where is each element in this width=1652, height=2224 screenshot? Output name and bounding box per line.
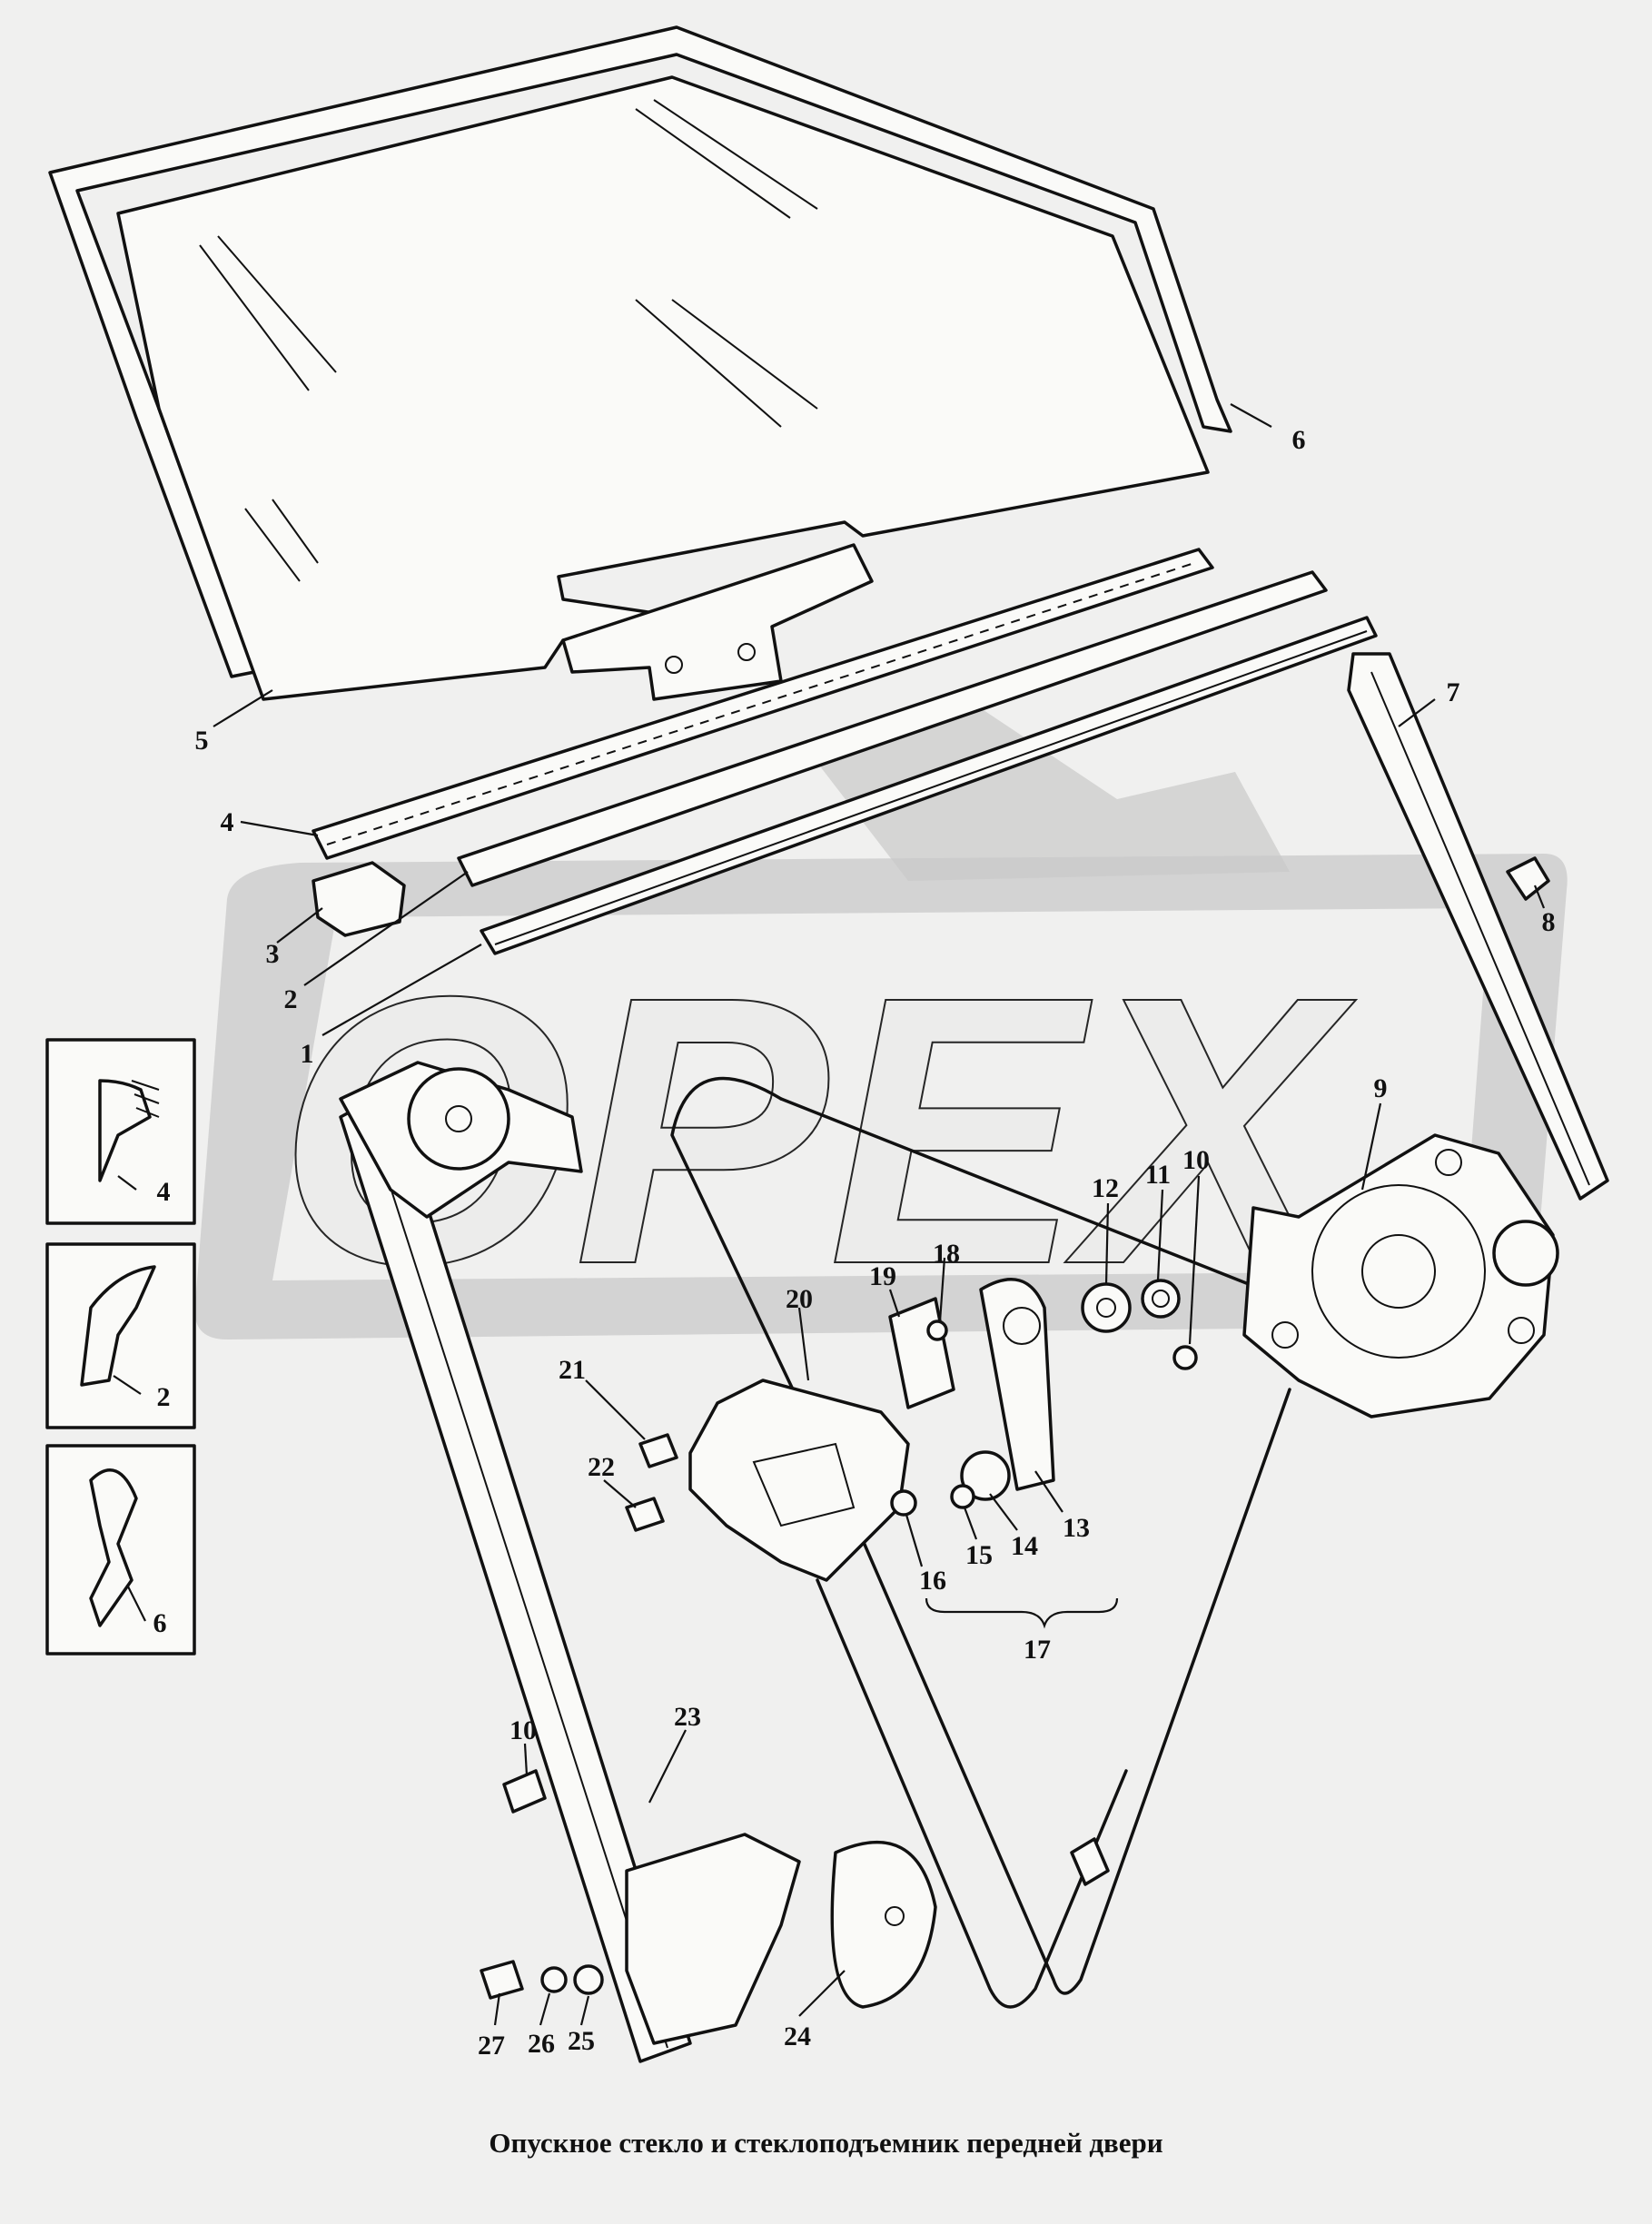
front-guide-rail bbox=[339, 1061, 801, 2063]
inset-callout-4: 4 bbox=[157, 1177, 171, 1207]
bolt-21 bbox=[638, 1433, 678, 1468]
bolt-8 bbox=[1506, 856, 1550, 901]
callouts: 1 2 3 4 5 6 7 8 9 10 11 12 13 14 15 16 1… bbox=[113, 425, 1556, 2061]
leader-lines bbox=[213, 403, 1546, 2026]
callout-24: 24 bbox=[784, 2021, 811, 2051]
washer-26 bbox=[540, 1966, 568, 1993]
pulley-24 bbox=[830, 1840, 937, 2009]
callout-5: 5 bbox=[195, 726, 209, 756]
callout-19: 19 bbox=[869, 1261, 896, 1291]
inset-4 bbox=[45, 1038, 196, 1225]
callout-17: 17 bbox=[1024, 1635, 1051, 1665]
callout-11: 11 bbox=[1145, 1160, 1171, 1190]
callout-1: 1 bbox=[301, 1039, 314, 1069]
small-parts bbox=[1081, 1279, 1198, 1370]
bolt-27 bbox=[480, 1960, 524, 2000]
callout-9: 9 bbox=[1374, 1073, 1388, 1103]
outer-seal-2 bbox=[457, 570, 1328, 887]
inset-2 bbox=[45, 1242, 196, 1429]
arm-assembly bbox=[888, 1278, 1119, 1629]
drive-motor-9 bbox=[1242, 1133, 1559, 1418]
callout-3: 3 bbox=[266, 939, 280, 969]
callout-26: 26 bbox=[528, 2029, 555, 2059]
door-glass bbox=[48, 25, 1232, 701]
lever-13 bbox=[979, 1278, 1055, 1491]
callout-18: 18 bbox=[933, 1239, 960, 1269]
washer-11 bbox=[1141, 1279, 1181, 1319]
callout-20: 20 bbox=[786, 1284, 813, 1314]
rear-guide-rail bbox=[1347, 652, 1609, 1201]
glass-pane bbox=[116, 75, 1210, 701]
watermark-car bbox=[817, 708, 1290, 881]
callout-25: 25 bbox=[568, 2026, 595, 2056]
callout-23: 23 bbox=[674, 1702, 701, 1732]
callout-21: 21 bbox=[559, 1355, 586, 1385]
bolt-10a bbox=[502, 1769, 547, 1814]
callout-22: 22 bbox=[588, 1452, 615, 1482]
cables bbox=[670, 1076, 1291, 2009]
washer-25 bbox=[573, 1964, 604, 1995]
insets bbox=[45, 1038, 196, 1656]
callout-15: 15 bbox=[965, 1540, 993, 1570]
callout-10: 10 bbox=[1182, 1145, 1210, 1175]
callout-27: 27 bbox=[478, 2031, 505, 2061]
inset-callout-6: 6 bbox=[153, 1608, 167, 1638]
inset-callout-2: 2 bbox=[157, 1382, 171, 1412]
upper-pulley bbox=[407, 1067, 510, 1171]
glass-outer-seal bbox=[48, 25, 1232, 678]
callout-12: 12 bbox=[1092, 1173, 1119, 1203]
callout-14: 14 bbox=[1011, 1531, 1038, 1561]
roller-14 bbox=[960, 1450, 1011, 1501]
callout-10b: 10 bbox=[509, 1715, 537, 1745]
pin-18 bbox=[926, 1320, 948, 1341]
callout-6: 6 bbox=[1292, 425, 1306, 455]
nut-10 bbox=[1172, 1345, 1198, 1370]
seal-strips bbox=[312, 548, 1378, 955]
callout-16: 16 bbox=[919, 1566, 946, 1596]
lower-pulley-bracket bbox=[625, 1833, 801, 2045]
callout-7: 7 bbox=[1447, 677, 1460, 707]
callout-8: 8 bbox=[1542, 907, 1556, 937]
callout-4: 4 bbox=[221, 807, 234, 837]
callout-2: 2 bbox=[284, 984, 298, 1014]
clip-3 bbox=[312, 861, 406, 937]
callout-13: 13 bbox=[1063, 1513, 1090, 1543]
bushing-15 bbox=[950, 1484, 975, 1509]
rivet-16 bbox=[890, 1489, 917, 1517]
diagram-caption: Опускное стекло и стеклоподъемник передн… bbox=[489, 2127, 1163, 2159]
bushing-12 bbox=[1081, 1282, 1132, 1333]
